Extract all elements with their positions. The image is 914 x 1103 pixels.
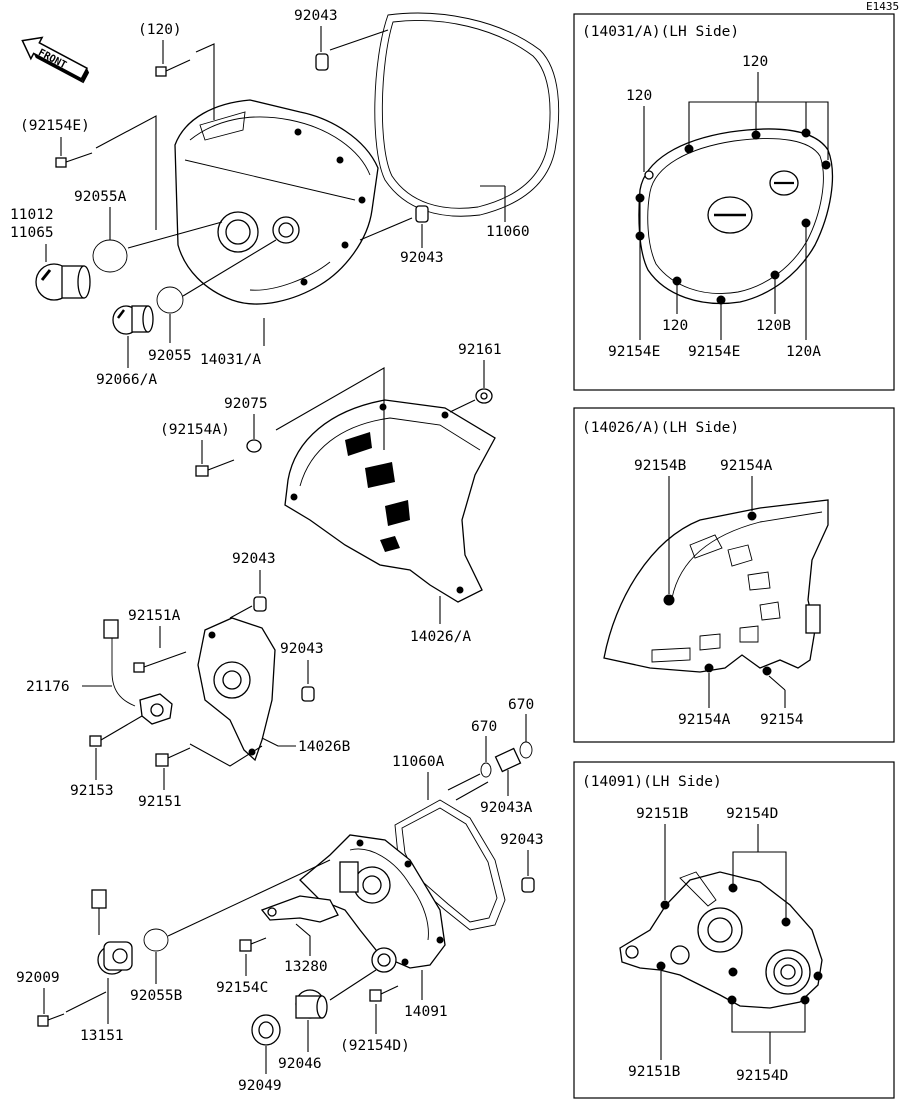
inset-1-label-92154E-a: 92154E — [608, 344, 660, 360]
label-92055: 92055 — [148, 348, 192, 364]
label-92055A: 92055A — [74, 189, 127, 205]
clutch-cover-14031A — [174, 99, 379, 305]
label-11012: 11012 — [10, 207, 54, 223]
inset-1-label-120-c: 120 — [662, 318, 688, 334]
label-11060A: 11060A — [392, 754, 445, 770]
dowel-92043-e — [521, 877, 535, 893]
gasket-11060 — [374, 12, 560, 217]
inset-3-label-92151B-bottom: 92151B — [628, 1064, 681, 1080]
dowel-92043-d — [301, 686, 315, 702]
label-92153: 92153 — [70, 783, 114, 799]
label-670-b: 670 — [508, 697, 534, 713]
inset-14026A — [573, 407, 895, 743]
label-92043A: 92043A — [480, 800, 533, 816]
label-14031A: 14031/A — [200, 352, 261, 368]
inset-1-label-120-a: 120 — [626, 88, 652, 104]
label-92043-mid: 92043 — [400, 250, 444, 266]
label-92043-c: 92043 — [232, 551, 276, 567]
label-14026A: 14026/A — [410, 629, 471, 645]
neutral-switch-21176 — [103, 619, 173, 725]
label-92046: 92046 — [278, 1056, 322, 1072]
bracket-13280 — [260, 895, 339, 923]
label-92043-top: 92043 — [294, 8, 338, 24]
plug-cap-11012 — [35, 263, 91, 301]
label-92049: 92049 — [238, 1078, 282, 1094]
plug-92066A — [112, 305, 154, 335]
inset-2-label-92154: 92154 — [760, 712, 804, 728]
diagram-code: E1435 — [866, 0, 899, 13]
inset-2-label-92154A-top: 92154A — [720, 458, 773, 474]
label-92161: 92161 — [458, 342, 502, 358]
label-13151: 13151 — [80, 1028, 124, 1044]
label-92154D-main: (92154D) — [340, 1038, 410, 1054]
inset-1-title: (14031/A)(LH Side) — [582, 24, 739, 40]
inset-2-cover-drawing — [603, 499, 829, 676]
label-92154C: 92154C — [216, 980, 268, 996]
dowel-92043-c — [253, 596, 267, 612]
inset-1-cover-drawing — [635, 128, 834, 305]
label-11065: 11065 — [10, 225, 54, 241]
inset-3-label-92154D-bottom: 92154D — [736, 1068, 788, 1084]
bolt-120 — [155, 59, 191, 77]
inset-3-label-92154D-top: 92154D — [726, 806, 778, 822]
label-92055B: 92055B — [130, 988, 183, 1004]
label-14026B: 14026B — [298, 739, 351, 755]
inset-1-label-92154E-b: 92154E — [688, 344, 740, 360]
front-arrow-icon: FRONT — [21, 36, 90, 84]
label-92154A-main: (92154A) — [160, 422, 230, 438]
inset-2-title: (14026/A)(LH Side) — [582, 420, 739, 436]
label-92009: 92009 — [16, 970, 60, 986]
inset-2-label-92154B: 92154B — [634, 458, 687, 474]
label-92151: 92151 — [138, 794, 182, 810]
label-11060: 11060 — [486, 224, 530, 240]
inset-1-label-120A: 120A — [786, 344, 821, 360]
sprocket-cover-14026A — [284, 399, 496, 603]
label-92043-d: 92043 — [280, 641, 324, 657]
label-92043-e: 92043 — [500, 832, 544, 848]
inset-1-label-120B: 120B — [756, 318, 791, 334]
oring-92055A — [92, 239, 128, 273]
label-14091: 14091 — [404, 1004, 448, 1020]
label-21176: 21176 — [26, 679, 70, 695]
oring-92055B — [143, 928, 169, 952]
dowel-92043-mid — [415, 205, 429, 223]
grommet-92075 — [246, 439, 262, 453]
inset-2-label-92154A-bottom: 92154A — [678, 712, 731, 728]
inset-3-label-92151B-top: 92151B — [636, 806, 689, 822]
oring-92055 — [156, 286, 184, 314]
dowel-92043-top — [315, 53, 329, 71]
label-670-a: 670 — [471, 719, 497, 735]
dowel-92043A — [494, 747, 522, 773]
bearing-92046 — [295, 989, 328, 1019]
inset-14031A — [573, 13, 895, 391]
oil-seal-92049 — [251, 1014, 281, 1046]
sensor-13151 — [91, 889, 133, 975]
label-92151A: 92151A — [128, 608, 181, 624]
inset-3-cover-drawing — [619, 871, 823, 1009]
label-120-paren: (120) — [138, 22, 182, 38]
label-92154E-left: (92154E) — [20, 118, 90, 134]
inset-14091 — [573, 761, 895, 1099]
inset-1-label-120-b: 120 — [742, 54, 768, 70]
generator-cover-14091 — [299, 834, 446, 969]
label-92075: 92075 — [224, 396, 268, 412]
label-13280: 13280 — [284, 959, 328, 975]
inset-3-title: (14091)(LH Side) — [582, 774, 722, 790]
label-92066A: 92066/A — [96, 372, 157, 388]
